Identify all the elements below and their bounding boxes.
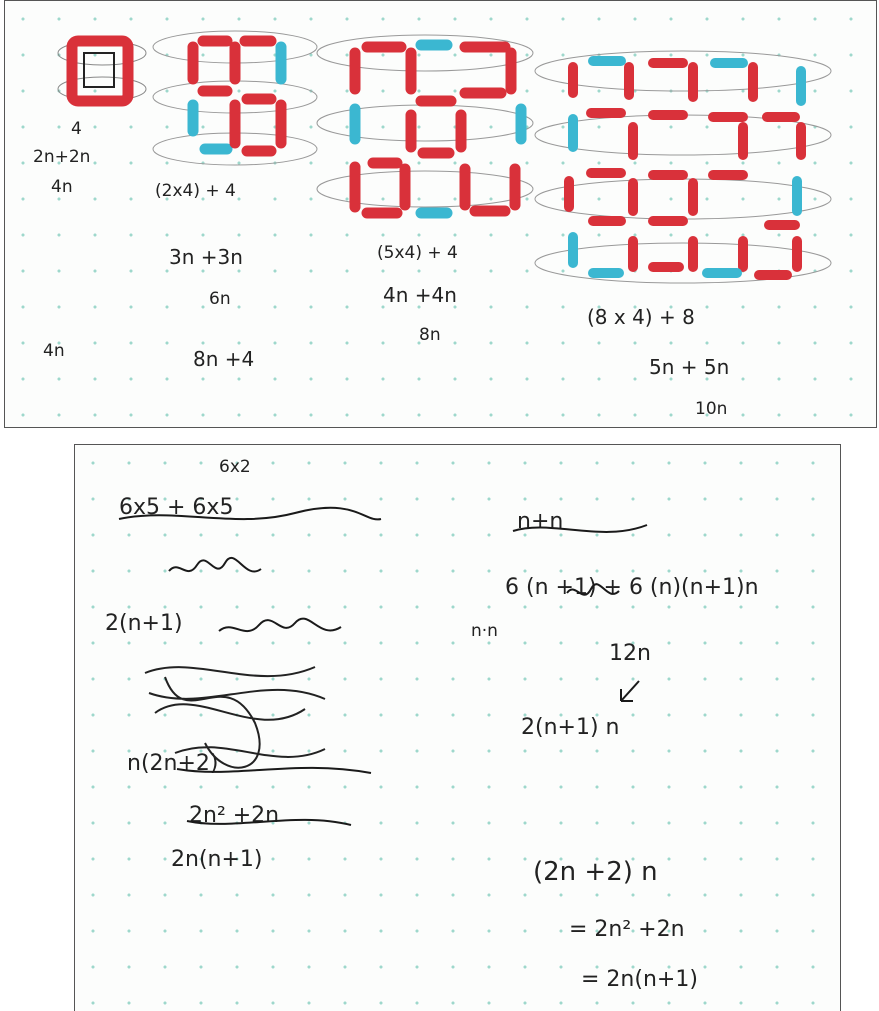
- pattern-4-simplified: 10n: [695, 399, 727, 419]
- top-whiteboard-panel: 4 2n+2n 4n 4n (2x4) + 4 3n +3n 6n 8n +4: [4, 0, 877, 428]
- right-line-1: 6 (n +1) + 6 (n)(n+1)n: [505, 575, 759, 600]
- arrow-icon: [615, 677, 645, 707]
- pattern-1-expr: 2n+2n: [33, 147, 90, 167]
- pattern-4-expr: 5n + 5n: [649, 355, 729, 379]
- right-side-note: n·n: [471, 621, 498, 641]
- pattern-2-expr: 3n +3n: [169, 245, 243, 269]
- pattern-2-simplified: 6n: [209, 289, 231, 309]
- pattern-3-breakdown: (5x4) + 4: [377, 243, 458, 263]
- left-crossed-line: 6x5 + 6x5: [119, 495, 233, 520]
- right-line-3: 2(n+1) n: [521, 715, 619, 740]
- right-eq-1: (2n +2) n: [533, 857, 658, 887]
- pattern-2-drawing: [155, 19, 315, 179]
- pattern-3-drawing: [315, 19, 535, 229]
- right-line-2: 12n: [609, 641, 651, 666]
- bottom-whiteboard-panel: 6x2 6x5 + 6x5 2(n+1) n(2n+2) 2n² +2n 2n(…: [74, 444, 841, 1011]
- pattern-1-result: 4n: [43, 341, 65, 361]
- left-line-2: 2(n+1): [105, 611, 183, 636]
- scribble-2: [215, 613, 345, 645]
- pattern-1-drawing: [60, 31, 150, 116]
- right-eq-2: = 2n² +2n: [569, 917, 685, 942]
- pattern-3-expr: 4n +4n: [383, 283, 457, 307]
- pattern-3-simplified: 8n: [419, 325, 441, 345]
- scribble-1: [165, 555, 265, 585]
- left-line-3: n(2n+2): [127, 751, 218, 776]
- pattern-4-breakdown: (8 x 4) + 8: [587, 305, 695, 329]
- pattern-4-drawing: [533, 31, 833, 321]
- pattern-2-breakdown: (2x4) + 4: [155, 181, 236, 201]
- pattern-1-simplified: 4n: [51, 177, 73, 197]
- pattern-2-result: 8n +4: [193, 347, 254, 371]
- pattern-1-count: 4: [71, 119, 82, 139]
- right-eq-3: = 2n(n+1): [581, 967, 698, 992]
- left-line-4: 2n² +2n: [189, 803, 279, 828]
- left-top-note: 6x2: [219, 457, 251, 477]
- right-crossed-top: n+n: [517, 509, 563, 534]
- left-final-answer: 2n(n+1): [171, 847, 262, 872]
